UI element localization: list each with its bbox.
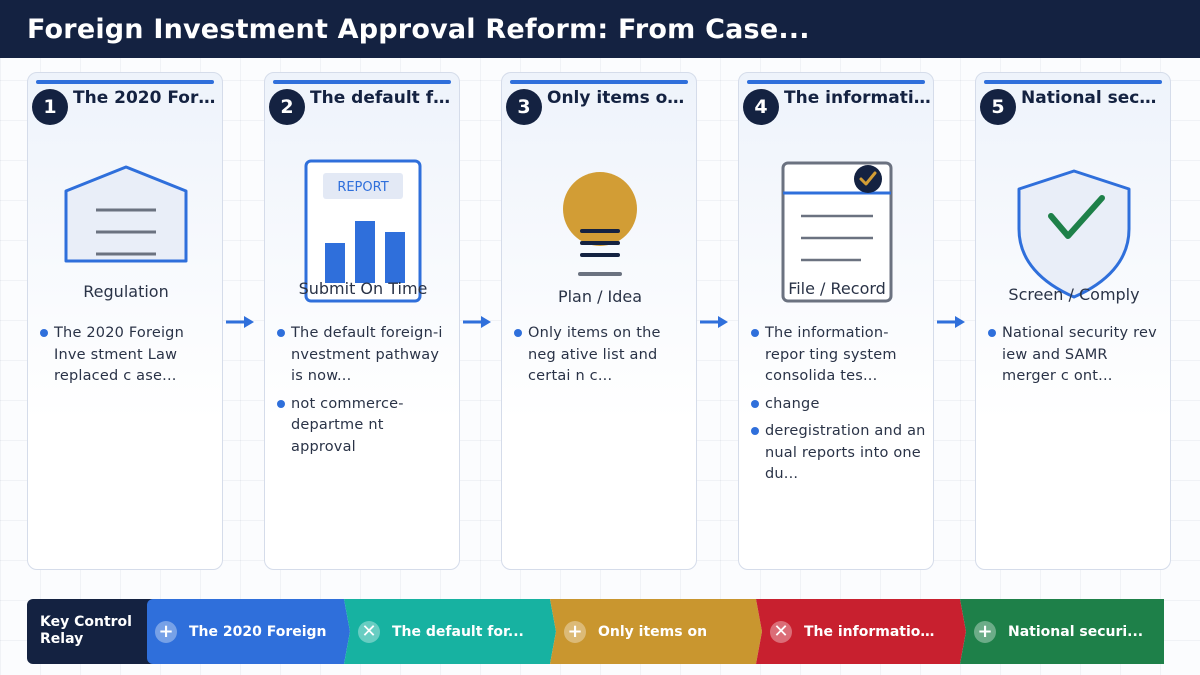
step-caption: Screen / Comply bbox=[1008, 285, 1140, 304]
step-title: The 2020 Foreign In... bbox=[73, 88, 220, 108]
card-accent-bar bbox=[747, 80, 925, 84]
step-card-3[interactable]: 3 Only items on the n... Plan / Idea Onl… bbox=[501, 72, 697, 570]
step-number: 3 bbox=[506, 89, 542, 125]
bullet-item: National security rev iew and SAMR merge… bbox=[986, 323, 1164, 388]
arrow-right-icon bbox=[463, 316, 491, 328]
cross-icon: ✕ bbox=[770, 620, 792, 643]
step-title: National security r... bbox=[1021, 88, 1168, 108]
step-bullets: National security rev iew and SAMR merge… bbox=[986, 323, 1164, 394]
plus-icon: + bbox=[974, 620, 996, 643]
step-number: 1 bbox=[32, 89, 68, 125]
bullet-item: The default foreign-i nvestment pathway … bbox=[275, 323, 453, 388]
header-bar: Foreign Investment Approval Reform: From… bbox=[0, 0, 1200, 58]
relay-segment-label: The default for... bbox=[392, 623, 524, 640]
step-bullets: The 2020 Foreign Inve stment Law replace… bbox=[38, 323, 216, 394]
shield-check-icon bbox=[1017, 169, 1131, 299]
step-number: 2 bbox=[269, 89, 305, 125]
step-caption: Submit On Time bbox=[298, 279, 428, 298]
plus-icon: + bbox=[155, 620, 177, 643]
relay-key-label: Key Control Relay bbox=[27, 599, 157, 664]
step-card-5[interactable]: 5 National security r... Screen / Comply… bbox=[975, 72, 1171, 570]
lightbulb-icon bbox=[563, 172, 637, 276]
step-title: The default foreign... bbox=[310, 88, 457, 108]
step-card-1[interactable]: 1 The 2020 Foreign In... Regulation The … bbox=[27, 72, 223, 570]
relay-segment-4[interactable]: ✕ The information... bbox=[756, 599, 966, 664]
relay-segment-label: National securi... bbox=[1008, 623, 1144, 640]
card-accent-bar bbox=[273, 80, 451, 84]
step-number: 4 bbox=[743, 89, 779, 125]
relay-segment-1[interactable]: + The 2020 Foreign bbox=[147, 599, 350, 664]
bullet-item: Only items on the neg ative list and cer… bbox=[512, 323, 690, 388]
page-title: Foreign Investment Approval Reform: From… bbox=[27, 14, 810, 45]
bullet-item: The information-repor ting system consol… bbox=[749, 323, 927, 388]
step-title: The information-rep... bbox=[784, 88, 931, 108]
arrow-right-icon bbox=[226, 316, 254, 328]
bullet-item: change bbox=[749, 394, 927, 416]
step-caption: File / Record bbox=[788, 279, 886, 298]
step-bullets: Only items on the neg ative list and cer… bbox=[512, 323, 690, 394]
bullet-item: not commerce-departme nt approval bbox=[275, 394, 453, 459]
relay-segment-label: Only items on bbox=[598, 623, 708, 640]
plus-icon: + bbox=[564, 620, 586, 643]
step-caption: Regulation bbox=[83, 282, 169, 301]
step-number: 5 bbox=[980, 89, 1016, 125]
relay-segment-label: The information... bbox=[804, 623, 944, 640]
relay-segment-label: The 2020 Foreign bbox=[189, 623, 327, 640]
arrow-right-icon bbox=[937, 316, 965, 328]
relay-segment-5[interactable]: + National securi... bbox=[960, 599, 1164, 664]
arrow-right-icon bbox=[700, 316, 728, 328]
step-card-2[interactable]: 2 The default foreign... REPORT Submit O… bbox=[264, 72, 460, 570]
step-title: Only items on the n... bbox=[547, 88, 694, 108]
card-accent-bar bbox=[36, 80, 214, 84]
card-accent-bar bbox=[984, 80, 1162, 84]
document-check-icon bbox=[781, 161, 893, 303]
card-accent-bar bbox=[510, 80, 688, 84]
cross-icon: ✕ bbox=[358, 620, 380, 643]
step-caption: Plan / Idea bbox=[557, 287, 643, 306]
step-bullets: The default foreign-i nvestment pathway … bbox=[275, 323, 453, 464]
report-chart-icon: REPORT bbox=[304, 159, 422, 303]
bullet-item: The 2020 Foreign Inve stment Law replace… bbox=[38, 323, 216, 388]
step-card-4[interactable]: 4 The information-rep... File / Record T… bbox=[738, 72, 934, 570]
relay-segment-2[interactable]: ✕ The default for... bbox=[344, 599, 556, 664]
report-label: REPORT bbox=[337, 180, 388, 195]
relay-segment-3[interactable]: + Only items on bbox=[550, 599, 762, 664]
bullet-item: deregistration and an nual reports into … bbox=[749, 421, 927, 486]
step-bullets: The information-repor ting system consol… bbox=[749, 323, 927, 492]
building-icon bbox=[64, 165, 188, 263]
